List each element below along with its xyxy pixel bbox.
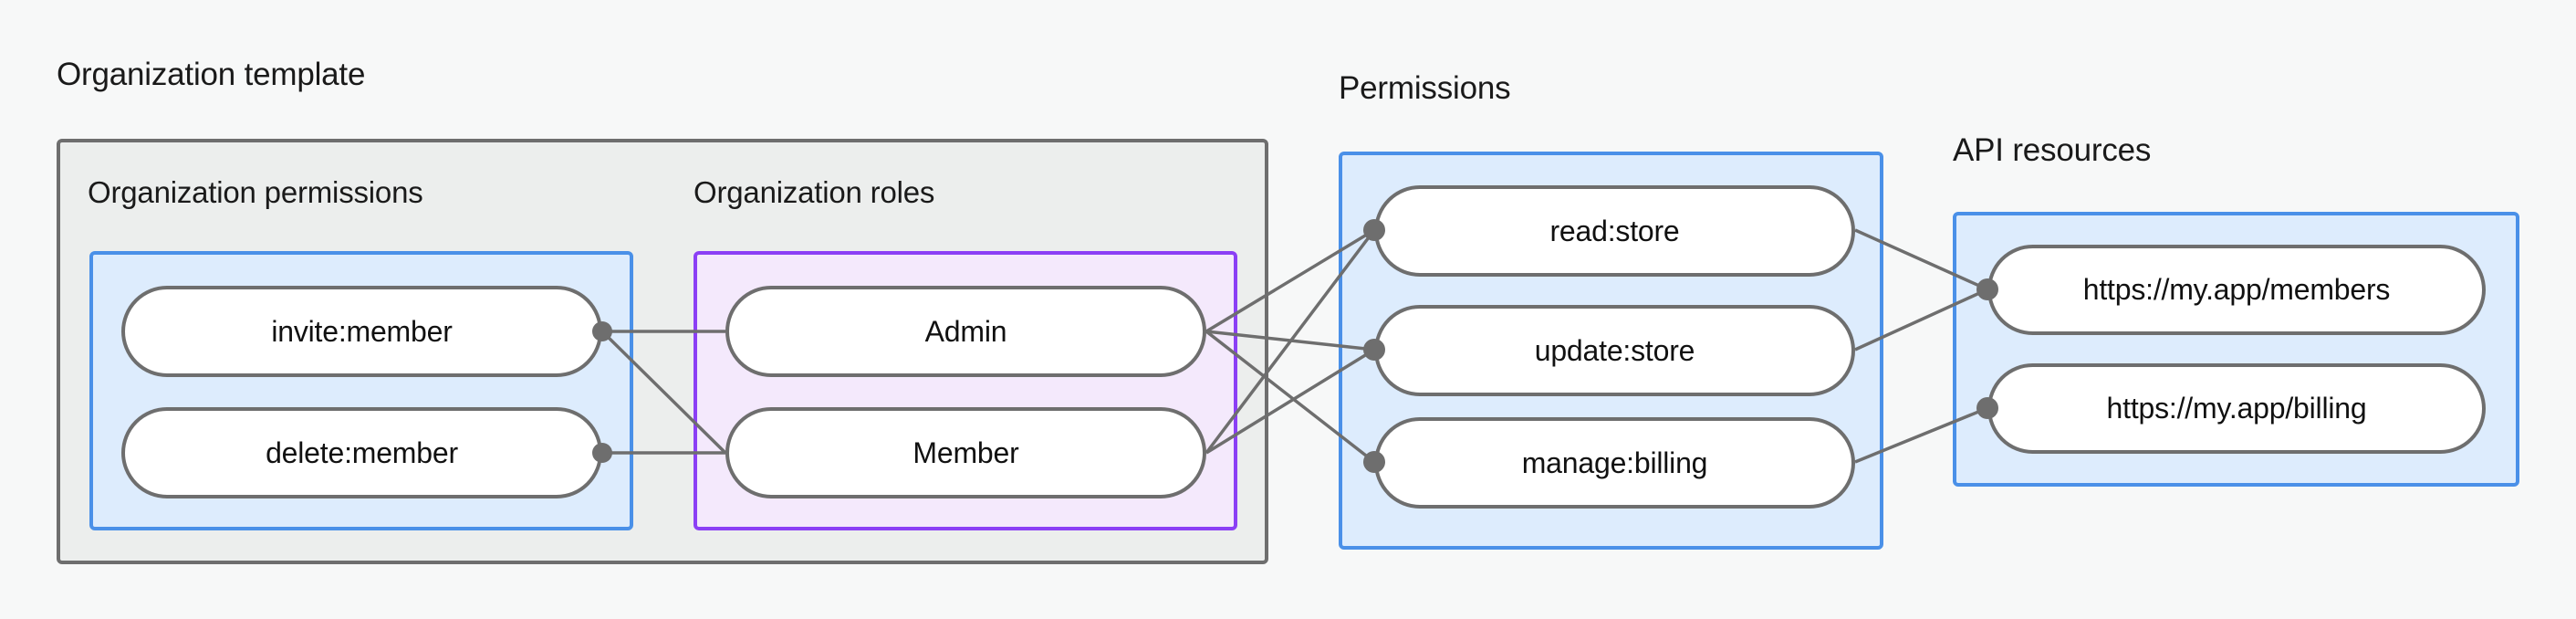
node-invite-member[interactable]: invite:member	[121, 286, 602, 377]
node-members-resource[interactable]: https://my.app/members	[1987, 245, 2486, 335]
organization-template-title: Organization template	[57, 57, 366, 92]
permissions-title: Permissions	[1339, 70, 1511, 106]
node-delete-member[interactable]: delete:member	[121, 407, 602, 498]
node-update-store[interactable]: update:store	[1374, 305, 1855, 396]
node-read-store[interactable]: read:store	[1374, 185, 1855, 277]
node-member[interactable]: Member	[725, 407, 1206, 498]
node-billing-resource[interactable]: https://my.app/billing	[1987, 363, 2486, 454]
node-manage-billing[interactable]: manage:billing	[1374, 417, 1855, 509]
organization-roles-title: Organization roles	[694, 175, 935, 209]
organization-permissions-title: Organization permissions	[88, 175, 423, 209]
api-resources-title: API resources	[1953, 132, 2152, 168]
node-admin[interactable]: Admin	[725, 286, 1206, 377]
